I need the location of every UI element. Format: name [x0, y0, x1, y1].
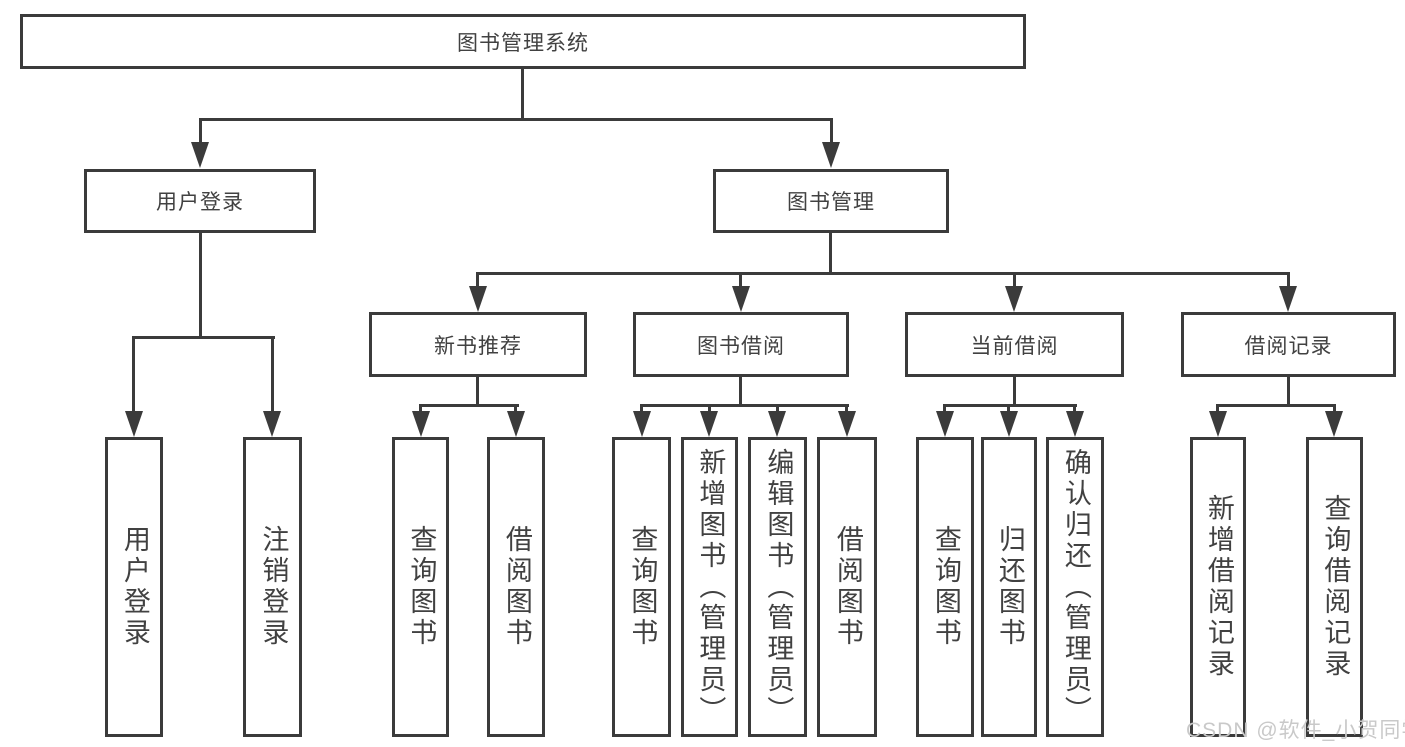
node-book-borrowing: 图书借阅 [633, 312, 849, 377]
connector-drop [514, 404, 517, 413]
arrow-down-icon [412, 411, 430, 437]
node-book-management-label: 图书管理 [787, 191, 875, 214]
node-root-system: 图书管理系统 [20, 14, 1026, 69]
node-book-management: 图书管理 [713, 169, 949, 233]
arrow-down-icon [1209, 411, 1227, 437]
node-user-login-label: 用户登录 [156, 191, 244, 214]
leaf-edit-books-admin-label: 编辑图书（管理员） [763, 447, 794, 727]
leaf-add-borrow-record: 新增借阅记录 [1190, 437, 1246, 737]
connector-drop [640, 404, 643, 413]
leaf-query-books-2-label: 查询图书 [627, 525, 658, 649]
arrow-down-icon [125, 411, 143, 437]
leaf-borrow-books-1-label: 借阅图书 [501, 525, 532, 649]
connector-drop [1333, 404, 1336, 413]
node-current-borrowing-label: 当前借阅 [970, 334, 1059, 358]
arrow-down-icon [263, 411, 281, 437]
connector-drop-user-login [199, 118, 202, 144]
node-current-borrowing: 当前借阅 [905, 312, 1124, 377]
leaf-query-books-1-label: 查询图书 [406, 525, 437, 649]
arrow-down-icon [1005, 286, 1023, 312]
connector-drop-book-mgmt [830, 118, 833, 144]
connector-borrowing-stem [739, 377, 742, 407]
arrow-down-icon [768, 411, 786, 437]
leaf-logout: 注销登录 [243, 437, 302, 737]
node-borrowing-records: 借阅记录 [1181, 312, 1396, 377]
leaf-user-login: 用户登录 [105, 437, 163, 737]
leaf-logout-label: 注销登录 [258, 525, 289, 649]
node-root-label: 图书管理系统 [457, 31, 589, 55]
connector-userlogin-crossbar [132, 336, 275, 339]
connector-drop [708, 404, 711, 413]
arrow-down-icon [1279, 286, 1297, 312]
csdn-watermark: CSDN @软件_小贺同学 [1186, 719, 1405, 742]
leaf-query-books-2: 查询图书 [612, 437, 671, 737]
node-book-borrowing-label: 图书借阅 [697, 334, 785, 358]
connector-bookmgmt-stem [829, 233, 832, 274]
connector-bookmgmt-crossbar [476, 272, 1290, 275]
connector-drop [419, 404, 422, 413]
node-new-book-recommend-label: 新书推荐 [434, 334, 522, 358]
leaf-query-books-1: 查询图书 [392, 437, 449, 737]
leaf-query-books-3-label: 查询图书 [930, 525, 961, 649]
leaf-add-borrow-record-label: 新增借阅记录 [1203, 494, 1234, 680]
connector-borrowing-crossbar [640, 404, 849, 407]
leaf-borrow-books-2: 借阅图书 [817, 437, 877, 737]
connector-drop [1073, 404, 1076, 413]
node-new-book-recommend: 新书推荐 [369, 312, 587, 377]
leaf-user-login-label: 用户登录 [119, 525, 150, 649]
connector-records-stem [1287, 377, 1290, 407]
connector-userlogin-stem [199, 233, 202, 339]
arrow-down-icon [732, 286, 750, 312]
leaf-query-books-3: 查询图书 [916, 437, 974, 737]
leaf-edit-books-admin: 编辑图书（管理员） [748, 437, 807, 737]
node-borrowing-records-label: 借阅记录 [1244, 334, 1333, 358]
connector-drop-leaf-login [132, 336, 135, 413]
node-user-login: 用户登录 [84, 169, 316, 233]
connector-drop [845, 404, 848, 413]
leaf-return-books-label: 归还图书 [994, 525, 1025, 649]
arrow-down-icon [700, 411, 718, 437]
arrow-down-icon [1066, 411, 1084, 437]
connector-drop [1007, 404, 1010, 413]
leaf-confirm-return-admin-label: 确认归还（管理员） [1060, 447, 1091, 727]
arrow-down-icon [822, 142, 840, 168]
connector-drop [1216, 404, 1219, 413]
connector-current-crossbar [943, 404, 1077, 407]
connector-drop [776, 404, 779, 413]
connector-newbook-stem [476, 377, 479, 407]
leaf-borrow-books-2-label: 借阅图书 [832, 525, 863, 649]
connector-drop [943, 404, 946, 413]
connector-drop-leaf-logout [271, 336, 274, 413]
connector-records-crossbar [1216, 404, 1336, 407]
connector-drop-borrowing [739, 272, 742, 288]
arrow-down-icon [191, 142, 209, 168]
leaf-query-borrow-record: 查询借阅记录 [1306, 437, 1363, 737]
arrow-down-icon [1325, 411, 1343, 437]
arrow-down-icon [936, 411, 954, 437]
connector-drop-new-book [476, 272, 479, 288]
connector-root-crossbar [199, 118, 833, 121]
leaf-add-books-admin: 新增图书（管理员） [681, 437, 738, 737]
connector-drop-records [1287, 272, 1290, 288]
connector-drop-current [1013, 272, 1016, 288]
connector-newbook-crossbar [419, 404, 519, 407]
arrow-down-icon [1000, 411, 1018, 437]
arrow-down-icon [507, 411, 525, 437]
leaf-add-books-admin-label: 新增图书（管理员） [695, 447, 726, 727]
leaf-borrow-books-1: 借阅图书 [487, 437, 545, 737]
connector-current-stem [1013, 377, 1016, 407]
leaf-query-borrow-record-label: 查询借阅记录 [1320, 494, 1351, 680]
connector-root-stem [521, 69, 524, 120]
leaf-return-books: 归还图书 [981, 437, 1037, 737]
arrow-down-icon [469, 286, 487, 312]
arrow-down-icon [633, 411, 651, 437]
arrow-down-icon [838, 411, 856, 437]
leaf-confirm-return-admin: 确认归还（管理员） [1046, 437, 1104, 737]
